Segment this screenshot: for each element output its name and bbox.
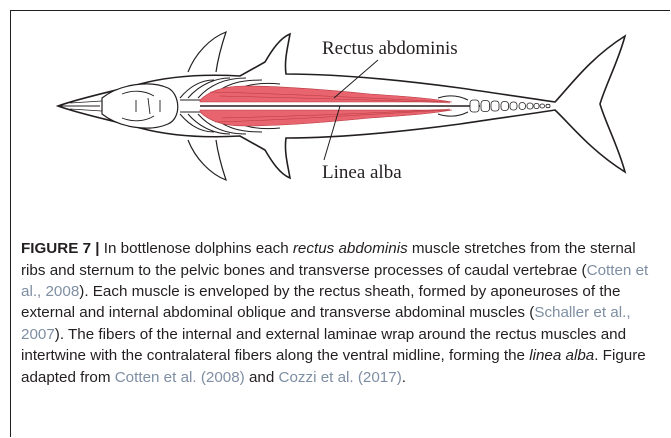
caption-text: and bbox=[245, 369, 279, 386]
label-rectus-abdominis: Rectus abdominis bbox=[322, 38, 458, 59]
lower-flipper bbox=[188, 140, 226, 180]
citation-link[interactable]: Cotten et al. (2008) bbox=[115, 369, 245, 386]
figure-caption: FIGURE 7 | In bottlenose dolphins each r… bbox=[21, 238, 653, 388]
caption-italic-term: linea alba bbox=[529, 347, 594, 364]
caption-italic-term: rectus abdominis bbox=[293, 240, 408, 257]
label-linea-alba: Linea alba bbox=[322, 162, 402, 183]
caption-text: In bottlenose dolphins each bbox=[100, 240, 293, 257]
figure-label: FIGURE 7 | bbox=[21, 240, 100, 257]
upper-flipper bbox=[188, 32, 226, 72]
dolphin-illustration: Rectus abdominis Linea alba bbox=[40, 14, 660, 210]
caption-text: ). Each muscle is enveloped by the rectu… bbox=[21, 283, 620, 321]
caption-text: . bbox=[402, 369, 406, 386]
citation-link[interactable]: Cozzi et al. (2017) bbox=[279, 369, 402, 386]
skull-icon bbox=[102, 84, 178, 128]
